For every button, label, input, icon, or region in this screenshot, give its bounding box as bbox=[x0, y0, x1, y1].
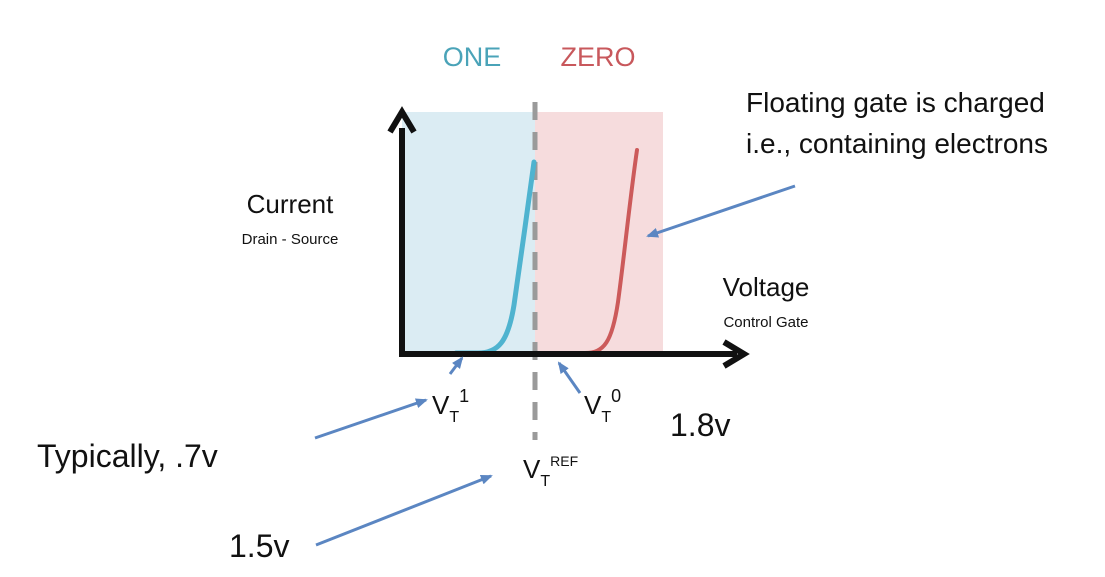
floating-gate-note-line2: i.e., containing electrons bbox=[746, 128, 1048, 159]
zero-region bbox=[535, 112, 663, 354]
one-label: ONE bbox=[443, 42, 502, 72]
v18-note: 1.8v bbox=[670, 407, 730, 443]
floating-gate-arrow bbox=[646, 184, 796, 238]
vt1-label: VT1 bbox=[432, 386, 469, 426]
typically-arrow bbox=[314, 398, 428, 440]
zero-label: ZERO bbox=[560, 42, 635, 72]
zero-state-curve bbox=[558, 148, 639, 355]
floating-gate-note-line1: Floating gate is charged bbox=[746, 87, 1045, 118]
one-region bbox=[402, 112, 535, 354]
x-axis-label: Voltage bbox=[723, 272, 810, 302]
vt0-label: VT0 bbox=[584, 386, 621, 426]
v15-arrow bbox=[315, 474, 493, 547]
y-axis-sublabel: Drain - Source bbox=[242, 231, 339, 248]
typically-note: Typically, .7v bbox=[37, 438, 218, 474]
vt1-arrow bbox=[448, 356, 464, 375]
one-state-curve bbox=[453, 159, 537, 356]
y-axis-arrowhead bbox=[387, 106, 417, 134]
v15-note: 1.5v bbox=[229, 528, 289, 564]
x-axis-arrowhead bbox=[722, 339, 750, 369]
vt0-arrow bbox=[557, 361, 582, 394]
y-axis-label: Current bbox=[247, 189, 334, 219]
vtref-label: VTREF bbox=[523, 453, 578, 490]
x-axis-sublabel: Control Gate bbox=[723, 314, 808, 331]
